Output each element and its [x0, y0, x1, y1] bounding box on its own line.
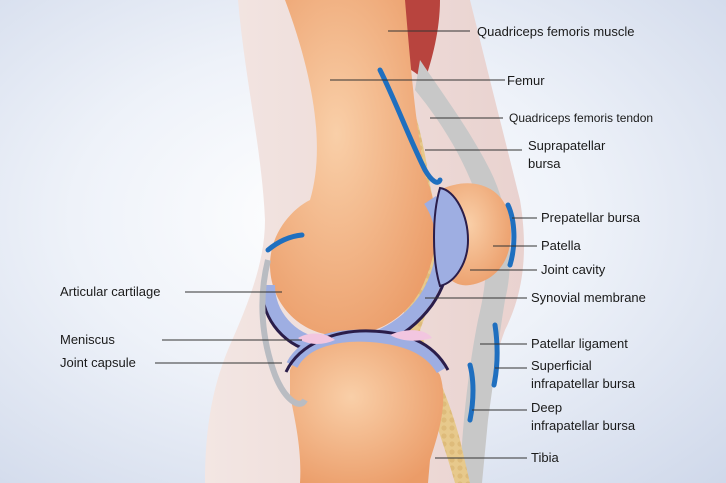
tibia-cartilage-outline: [284, 329, 450, 373]
meniscus-front: [390, 330, 432, 341]
leader-lines: [155, 30, 537, 459]
label-prepatellar-bursa: Prepatellar bursa: [541, 210, 640, 225]
label-tibia: Tibia: [531, 450, 559, 465]
femur-bone: [270, 0, 437, 336]
label-quadriceps-muscle: Quadriceps femoris muscle: [477, 24, 635, 39]
label-articular-cartilage: Articular cartilage: [60, 284, 161, 299]
label-deep-bursa-1: Deep: [531, 400, 563, 415]
label-quadriceps-tendon: Quadriceps femoris tendon: [509, 111, 654, 125]
label-meniscus: Meniscus: [60, 332, 115, 347]
label-superficial-bursa-2: infrapatellar bursa: [531, 376, 636, 391]
label-suprapatellar-bursa-2: bursa: [528, 156, 561, 171]
patella-cartilage: [433, 186, 470, 288]
label-patellar-ligament: Patellar ligament: [531, 336, 628, 351]
prepatellar-bursa-shape: [505, 202, 517, 268]
suprapatellar-bursa: [377, 67, 443, 185]
deep-bursa-shape: [467, 362, 476, 423]
posterior-bursa: [265, 232, 305, 253]
label-femur: Femur: [507, 73, 545, 88]
label-patella: Patella: [541, 238, 581, 253]
label-suprapatellar-bursa-1: Suprapatellar: [528, 138, 606, 153]
tendon-layer: [415, 60, 510, 483]
label-superficial-bursa-1: Superficial: [531, 358, 592, 373]
label-joint-capsule: Joint capsule: [60, 355, 136, 370]
meniscus-back: [298, 333, 335, 344]
label-deep-bursa-2: infrapatellar bursa: [531, 418, 636, 433]
label-joint-cavity: Joint cavity: [541, 262, 606, 277]
superficial-bursa-shape: [491, 322, 500, 388]
label-synovial-membrane: Synovial membrane: [531, 290, 646, 305]
tibia-bone: [290, 339, 444, 483]
joint-capsule: [259, 259, 308, 407]
